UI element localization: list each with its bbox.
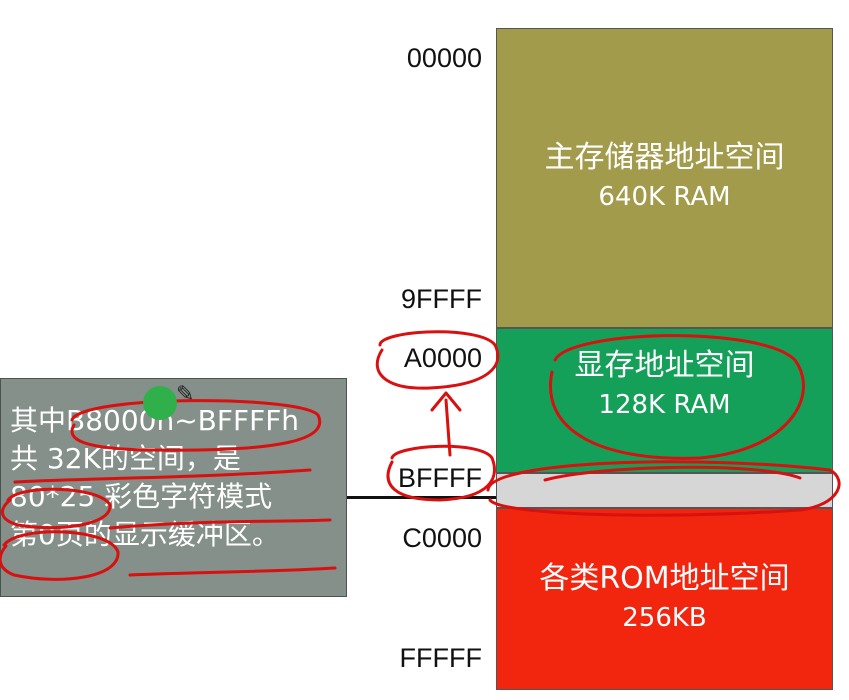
video-memory-title: 显存地址空间 bbox=[574, 348, 755, 383]
note-line-2: 共 32K的空间，是 bbox=[10, 442, 241, 475]
video-memory-size: 128K RAM bbox=[598, 390, 731, 420]
address-00000: 00000 bbox=[406, 43, 482, 73]
circle-80x25 bbox=[1, 487, 112, 530]
note-line-3: 80*25 彩色字符模式 bbox=[10, 480, 273, 513]
main-memory-size: 640K RAM bbox=[598, 182, 731, 212]
circle-buffer-strip bbox=[486, 460, 841, 517]
rom-title: 各类ROM地址空间 bbox=[539, 561, 790, 596]
pointer-highlight-icon bbox=[143, 386, 177, 420]
circle-buffer-inner bbox=[543, 465, 802, 482]
circle-note-range bbox=[70, 399, 322, 452]
address-bffff: BFFFF bbox=[398, 463, 482, 493]
address-9ffff: 9FFFF bbox=[401, 284, 482, 314]
circle-a0000 bbox=[375, 330, 500, 390]
circle-page-zero bbox=[0, 530, 120, 581]
rom-size: 256KB bbox=[622, 603, 707, 633]
underline-color-mode bbox=[108, 518, 332, 530]
address-c0000: C0000 bbox=[402, 523, 482, 553]
note-box: 其中B8000h~BFFFFh 共 32K的空间，是 80*25 彩色字符模式 … bbox=[0, 378, 347, 597]
address-fffff: FFFFF bbox=[399, 643, 482, 673]
circle-vram-title bbox=[549, 334, 805, 460]
main-memory-block: 主存储器地址空间 640K RAM bbox=[496, 28, 833, 328]
note-line-4: 第0页的显示缓冲区。 bbox=[10, 518, 280, 551]
circle-bffff bbox=[386, 444, 496, 502]
arrow-up bbox=[444, 398, 452, 457]
pen-cursor-icon: ✎ bbox=[176, 382, 195, 407]
rom-block: 各类ROM地址空间 256KB bbox=[496, 508, 833, 690]
underline-32k bbox=[13, 468, 312, 484]
arrow-head bbox=[430, 391, 462, 412]
underline-display-buffer bbox=[128, 566, 337, 577]
main-memory-title: 主存储器地址空间 bbox=[544, 140, 785, 175]
address-a0000: A0000 bbox=[403, 343, 482, 373]
